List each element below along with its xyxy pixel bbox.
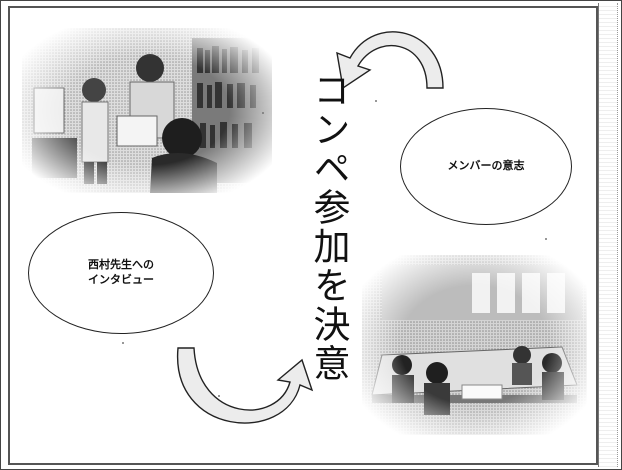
member-will-label: メンバーの意志 xyxy=(447,159,525,173)
photo-classroom-meeting-icon xyxy=(362,255,587,435)
scan-speck xyxy=(262,112,264,114)
curved-arrow-icon xyxy=(177,347,314,424)
interview-bubble: 西村先生への インタビュー xyxy=(28,212,214,334)
member-will-bubble: メンバーの意志 xyxy=(400,108,572,225)
scan-speck xyxy=(122,342,124,344)
scan-speck xyxy=(375,100,377,102)
decision-title: コンペ参加を決意 xyxy=(307,71,350,383)
photo-people-in-library-icon xyxy=(22,28,272,193)
curved-arrow-icon xyxy=(336,31,444,90)
page-edge-strip xyxy=(598,3,618,467)
scan-speck xyxy=(545,238,547,240)
scan-speck xyxy=(218,395,220,397)
interview-label: 西村先生への インタビュー xyxy=(88,258,154,286)
